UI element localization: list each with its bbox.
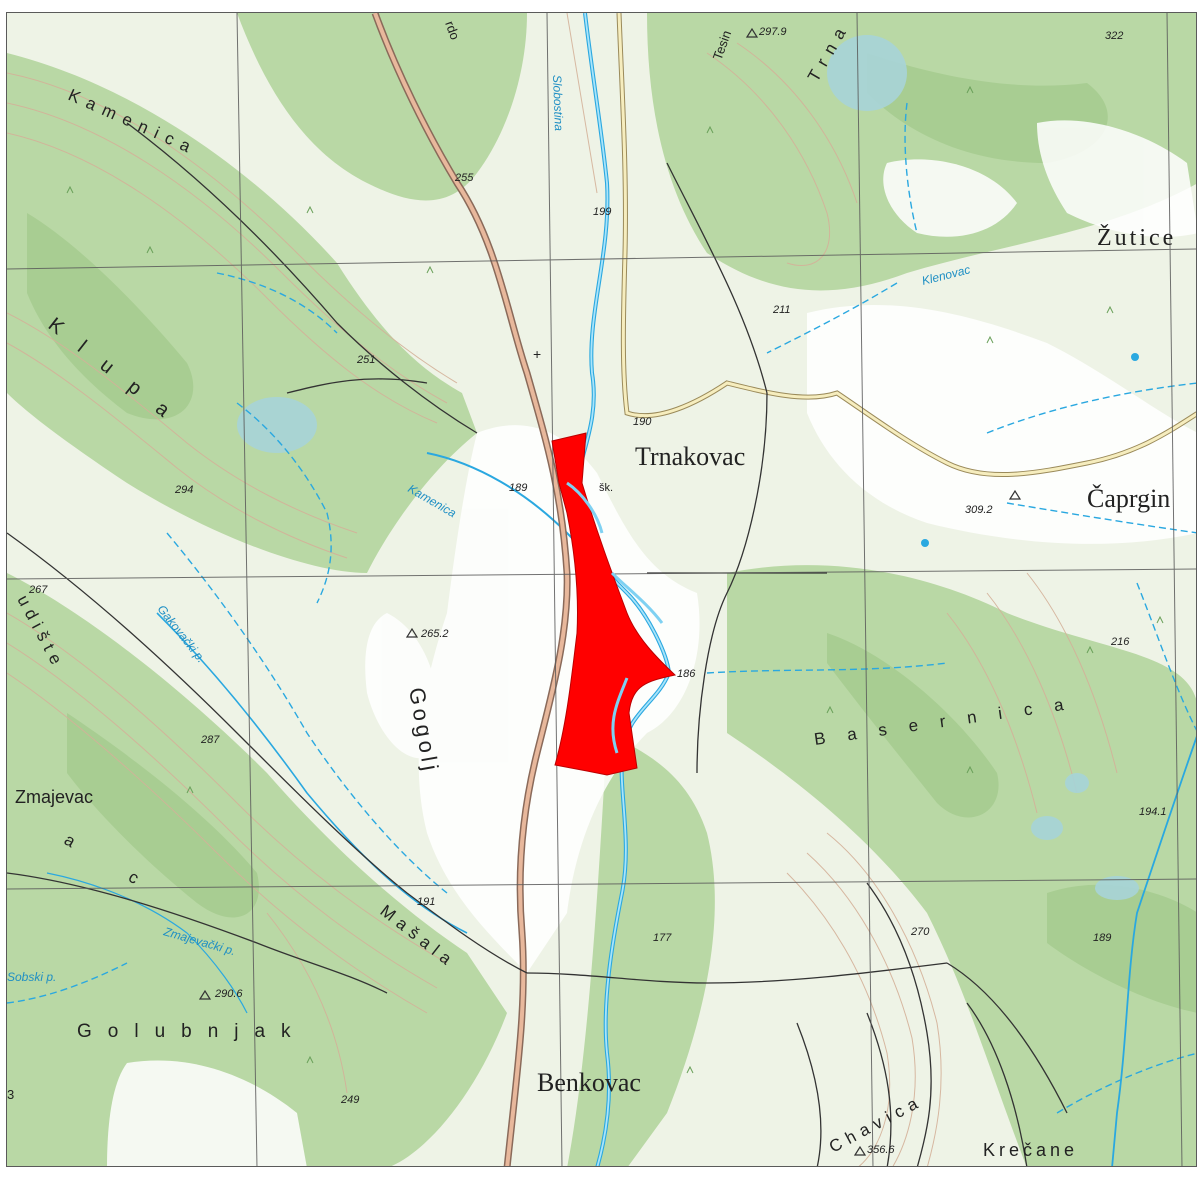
roads bbox=[371, 13, 1196, 1166]
settlement-trnakovac: Trnakovac bbox=[635, 442, 745, 471]
topographic-map[interactable]: Trnakovac Čaprgin Žutice Benkovac Zmajev… bbox=[6, 12, 1197, 1167]
settlement-benkovac: Benkovac bbox=[537, 1068, 641, 1097]
elevation-191: 191 bbox=[417, 896, 435, 908]
settlement-zmajevac: Zmajevac bbox=[15, 787, 93, 807]
elevation-194-1: 194.1 bbox=[1139, 806, 1167, 818]
settlement-caprgin: Čaprgin bbox=[1087, 484, 1170, 513]
settlement-krecane: Krečane bbox=[983, 1140, 1078, 1160]
elevation-322: 322 bbox=[1105, 30, 1123, 42]
elevation-189b: 189 bbox=[1093, 932, 1111, 944]
elevation-356-6: 356.6 bbox=[867, 1144, 895, 1156]
elevation-249: 249 bbox=[340, 1094, 359, 1106]
contour-lines bbox=[7, 13, 1118, 1166]
paths bbox=[7, 122, 1068, 1166]
elevation-216: 216 bbox=[1110, 636, 1130, 648]
edge-number-label: 3 bbox=[7, 1087, 14, 1102]
elevation-189: 189 bbox=[509, 482, 527, 494]
stream-sobski: Sobski p. bbox=[7, 970, 56, 984]
elevation-190: 190 bbox=[633, 416, 652, 428]
elevation-triangles bbox=[198, 27, 1022, 1156]
cross-symbol: + bbox=[533, 346, 541, 362]
streams-dashed bbox=[7, 102, 1196, 1114]
elevation-255: 255 bbox=[454, 172, 474, 184]
elevation-309-2: 309.2 bbox=[965, 504, 993, 516]
parcel-river-crossing bbox=[566, 481, 664, 754]
terrain-rdo: rdo bbox=[442, 19, 463, 42]
elevation-211: 211 bbox=[772, 304, 791, 316]
water-bodies bbox=[237, 35, 1139, 900]
elevation-294: 294 bbox=[174, 484, 193, 496]
elevation-297-9: 297.9 bbox=[758, 26, 787, 38]
highlighted-parcel[interactable] bbox=[551, 432, 677, 776]
school-label: šk. bbox=[599, 482, 613, 494]
elevation-287: 287 bbox=[200, 734, 220, 746]
elevation-265-2: 265.2 bbox=[420, 628, 449, 640]
elevation-199: 199 bbox=[593, 206, 611, 218]
map-canvas[interactable]: Trnakovac Čaprgin Žutice Benkovac Zmajev… bbox=[7, 13, 1197, 1167]
elevation-267: 267 bbox=[28, 584, 48, 596]
stream-slobostina: Slobostina bbox=[550, 75, 566, 132]
elevation-177: 177 bbox=[653, 932, 672, 944]
springs bbox=[921, 353, 1139, 547]
elevation-251: 251 bbox=[356, 354, 375, 366]
settlement-zutice: Žutice bbox=[1097, 225, 1176, 251]
open-areas bbox=[107, 120, 1196, 1166]
terrain-golubnjak: Golubnjak bbox=[77, 1021, 307, 1042]
elevation-186: 186 bbox=[677, 668, 696, 680]
elevation-270: 270 bbox=[910, 926, 930, 938]
elevation-290-6: 290.6 bbox=[214, 988, 243, 1000]
vegetation-symbols bbox=[66, 85, 1164, 1074]
